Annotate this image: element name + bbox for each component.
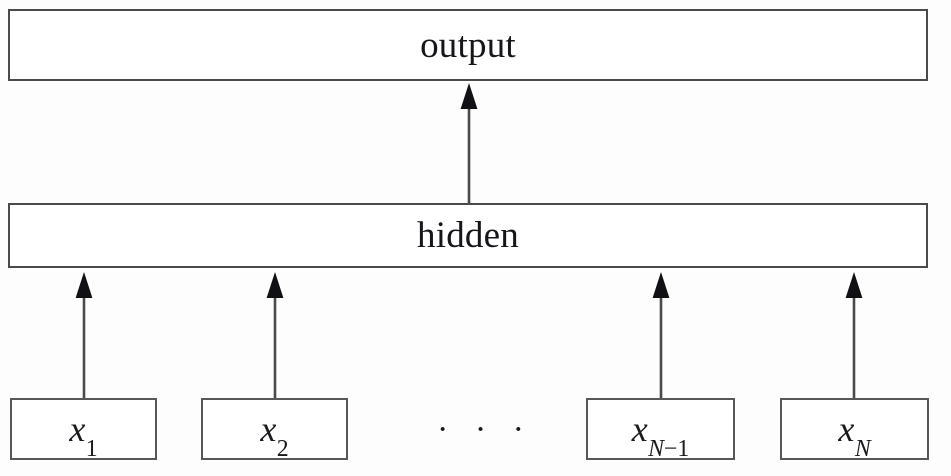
- input-variable-symbol: x: [838, 409, 855, 449]
- arrow-input-to-hidden: [266, 272, 284, 398]
- input-node-label: xN: [838, 409, 870, 461]
- input-subscript: N−1: [648, 436, 690, 463]
- ellipsis-indicator: · · ·: [437, 411, 533, 448]
- input-node-box: x2: [201, 398, 348, 461]
- hidden-layer-label: hidden: [417, 215, 519, 256]
- input-node-box: x1: [10, 398, 157, 461]
- input-node-label: x2: [260, 409, 288, 461]
- input-subscript: N: [854, 436, 871, 463]
- input-node-label: x1: [69, 409, 97, 461]
- arrow-input-to-hidden: [652, 272, 670, 398]
- input-subscript: 2: [276, 436, 289, 463]
- input-variable-symbol: x: [69, 409, 86, 449]
- hidden-layer-box: hidden: [8, 203, 928, 268]
- arrow-input-to-hidden: [845, 272, 863, 398]
- input-node-label: xN−1: [631, 409, 690, 461]
- output-layer-label: output: [420, 24, 516, 66]
- input-subscript: 1: [85, 436, 98, 463]
- input-node-box: xN: [780, 398, 929, 461]
- arrow-hidden-to-output: [460, 83, 478, 203]
- input-variable-symbol: x: [631, 409, 648, 449]
- output-layer-box: output: [8, 9, 928, 81]
- arrow-input-to-hidden: [75, 272, 93, 398]
- input-variable-symbol: x: [260, 409, 277, 449]
- input-node-box: xN−1: [586, 398, 735, 461]
